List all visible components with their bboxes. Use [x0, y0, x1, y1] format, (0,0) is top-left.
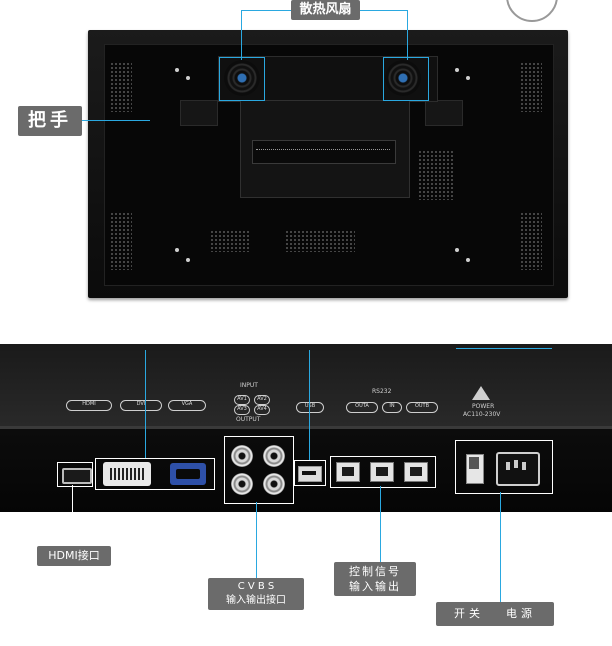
video-inputs-outline: [95, 458, 215, 490]
hdmi-port-label: HDMI接口: [37, 546, 111, 566]
cvbs-label: C V B S 输入输出接口: [208, 578, 304, 610]
cvbs-bnc-2: [263, 445, 285, 467]
mount-hole: [175, 68, 179, 72]
dvi-port-socket: [110, 468, 144, 480]
warning-triangle-icon: [472, 386, 490, 400]
chassis-edge: [0, 426, 612, 429]
control-signal-label: 控制信号 输入输出: [334, 562, 416, 596]
usb-port-tongue: [302, 471, 316, 475]
hdmi-callout-line: [72, 485, 73, 545]
hdmi-outline: [57, 462, 93, 487]
corner-badge: [506, 0, 558, 22]
handle-label: 把手: [18, 106, 82, 136]
switch-label: 开关: [454, 607, 484, 620]
left-lower-vent: [110, 212, 132, 270]
power-inlet-pin: [506, 462, 510, 470]
left-cooling-fan: [224, 60, 260, 96]
io-strip-markings: [256, 149, 390, 153]
dvi-silkscreen: DVI: [120, 400, 162, 411]
power-inlet: [496, 452, 540, 486]
in-silkscreen: IN: [382, 402, 402, 413]
usb-silkscreen: USB: [296, 402, 324, 413]
right-cooling-fan: [385, 60, 421, 96]
fan-callout-right: [360, 10, 407, 11]
cvbs-label-line1: C V B S: [237, 581, 275, 592]
control-label-line2: 输入输出: [349, 580, 401, 593]
switch-power-label: 开关 电源: [436, 602, 554, 626]
usb-outline: [294, 460, 326, 486]
power-label: 电源: [506, 607, 536, 620]
mount-hole: [455, 248, 459, 252]
power-inlet-pin: [522, 462, 526, 470]
voltage-silkscreen: AC110-230V: [463, 411, 501, 418]
cvbs-bnc-3: [231, 473, 253, 495]
cvbs-bnc-4: [263, 473, 285, 495]
fan-callout-right-drop: [407, 10, 408, 60]
mount-hole: [186, 258, 190, 262]
power-inlet-pin: [514, 460, 518, 468]
control-callout-line: [380, 486, 381, 562]
av1-silkscreen: AV1: [234, 395, 250, 405]
hdmi-silkscreen: HDMI: [66, 400, 112, 411]
video-callout-line: [145, 350, 146, 458]
left-upper-vent: [110, 62, 132, 112]
av4-silkscreen: AV4: [254, 405, 270, 415]
vga-silkscreen: VGA: [168, 400, 206, 411]
power-switch-rocker: [469, 457, 479, 469]
control-label-line1: 控制信号: [349, 565, 401, 578]
fan-callout-left: [241, 10, 291, 11]
chassis-top: [0, 344, 612, 430]
hdmi-port: [62, 468, 92, 484]
outb-silkscreen: OUTB: [406, 402, 438, 413]
mid-left-vent: [210, 230, 250, 252]
cvbs-callout-line: [256, 502, 257, 578]
usb-callout-line: [309, 350, 310, 460]
av3-silkscreen: AV3: [234, 405, 250, 415]
control-outline: [330, 456, 436, 488]
cvbs-outline: [224, 436, 294, 504]
rj45-outa: [336, 462, 360, 482]
mount-hole: [455, 68, 459, 72]
power-outline: [455, 440, 553, 494]
port-panel-photo: INPUT OUTPUT RS232 HDMI DVI VGA AV1 AV2 …: [0, 340, 612, 520]
rj45-in: [370, 462, 394, 482]
io-label-strip: [252, 140, 396, 164]
av2-silkscreen: AV2: [254, 395, 270, 405]
fan-outline-left: [219, 57, 265, 101]
fan-callout-left-drop: [241, 10, 242, 60]
right-upper-vent: [520, 62, 542, 112]
mount-hole: [466, 258, 470, 262]
mount-hole: [175, 248, 179, 252]
vga-port-socket: [176, 469, 200, 479]
left-handle: [180, 100, 218, 126]
rj45-outb: [404, 462, 428, 482]
power-silkscreen: POWER: [472, 403, 495, 410]
mount-hole: [186, 76, 190, 80]
handle-callout-line: [82, 120, 150, 121]
top-right-callout-line: [456, 348, 552, 349]
cvbs-label-line2: 输入输出接口: [226, 595, 286, 606]
monitor-back-photo: 散热风扇 把手: [0, 0, 612, 320]
mid-center-vent: [285, 230, 355, 252]
cvbs-bnc-1: [231, 445, 253, 467]
fan-outline-right: [383, 57, 429, 101]
right-lower-vent: [520, 212, 542, 270]
output-heading: OUTPUT: [236, 416, 261, 423]
control-heading: RS232: [372, 388, 392, 395]
fan-label: 散热风扇: [291, 0, 360, 20]
right-handle: [425, 100, 463, 126]
outa-silkscreen: OUTA: [346, 402, 378, 413]
input-heading: INPUT: [240, 382, 258, 389]
mid-right-vent: [418, 150, 454, 200]
mount-hole: [466, 76, 470, 80]
power-callout-line: [500, 492, 501, 602]
